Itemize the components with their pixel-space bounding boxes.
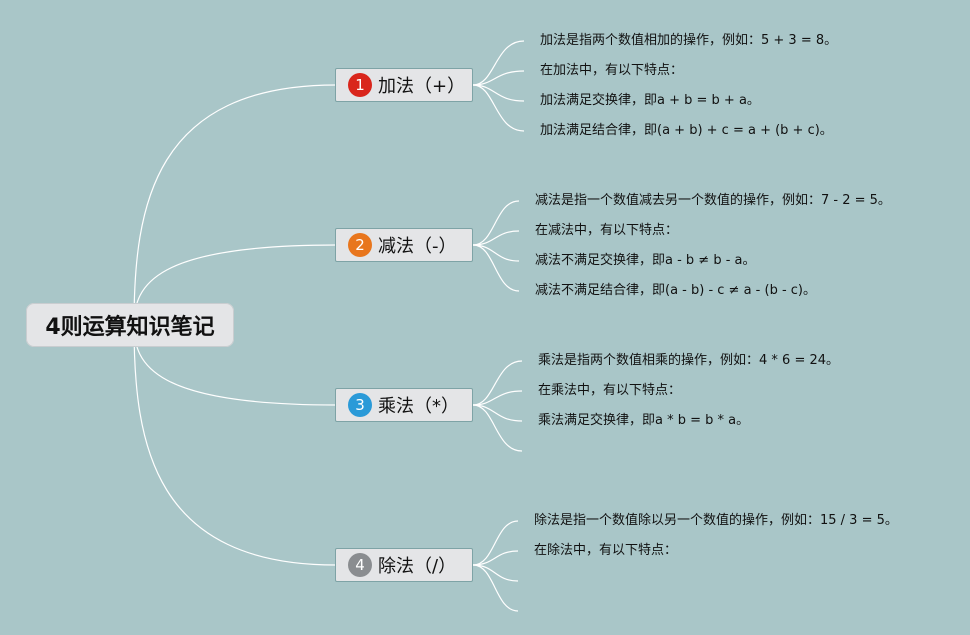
leaf-subtraction-1[interactable]: 减法是指一个数值减去另一个数值的操作，例如：7 - 2 = 5。 [535, 193, 891, 208]
number-badge-1: 1 [348, 73, 372, 97]
connector-branch-3-leaf-2 [472, 390, 523, 406]
connector-branch-4-leaf-3 [472, 564, 519, 582]
leaf-subtraction-4[interactable]: 减法不满足结合律，即(a - b) - c ≠ a - (b - c)。 [535, 283, 816, 298]
leaf-multiplication-1[interactable]: 乘法是指两个数值相乘的操作，例如：4 * 6 = 24。 [538, 353, 840, 368]
connector-root-to-branch-4 [133, 324, 337, 566]
leaf-subtraction-2[interactable]: 在减法中，有以下特点： [535, 223, 679, 238]
leaf-addition-2[interactable]: 在加法中，有以下特点： [540, 63, 684, 78]
connector-branch-3-leaf-1 [472, 360, 523, 406]
branch-multiplication[interactable]: 3 乘法（*） [335, 388, 473, 422]
connector-root-to-branch-1 [133, 84, 337, 326]
leaf-addition-1[interactable]: 加法是指两个数值相加的操作，例如：5 + 3 = 8。 [540, 33, 838, 48]
branch-subtraction[interactable]: 2 减法（-） [335, 228, 473, 262]
connector-branch-3-leaf-4 [472, 404, 523, 452]
branch-division[interactable]: 4 除法（/） [335, 548, 473, 582]
leaf-addition-3[interactable]: 加法满足交换律，即a + b = b + a。 [540, 93, 760, 108]
connector-branch-1-leaf-1 [472, 40, 525, 86]
connector-branch-2-leaf-4 [472, 244, 520, 292]
leaf-division-2[interactable]: 在除法中，有以下特点： [534, 543, 678, 558]
branch-addition[interactable]: 1 加法（+） [335, 68, 473, 102]
connector-branch-1-leaf-2 [472, 70, 525, 86]
leaf-multiplication-2[interactable]: 在乘法中，有以下特点： [538, 383, 682, 398]
connector-branch-2-leaf-1 [472, 200, 520, 246]
branch-title-addition: 加法（+） [378, 76, 466, 97]
number-badge-4: 4 [348, 553, 372, 577]
number-badge-2: 2 [348, 233, 372, 257]
connector-branch-2-leaf-2 [472, 230, 520, 246]
leaf-multiplication-3[interactable]: 乘法满足交换律，即a * b = b * a。 [538, 413, 750, 428]
branch-title-multiplication: 乘法（*） [378, 396, 459, 417]
branch-title-division: 除法（/） [378, 556, 457, 577]
branch-title-subtraction: 减法（-） [378, 236, 457, 257]
leaf-subtraction-3[interactable]: 减法不满足交换律，即a - b ≠ b - a。 [535, 253, 756, 268]
root-topic[interactable]: 4则运算知识笔记 [26, 303, 234, 347]
leaf-division-1[interactable]: 除法是指一个数值除以另一个数值的操作，例如：15 / 3 = 5。 [534, 513, 898, 528]
connector-branch-4-leaf-1 [472, 520, 519, 566]
connector-branch-1-leaf-4 [472, 84, 525, 132]
leaf-addition-4[interactable]: 加法满足结合律，即(a + b) + c = a + (b + c)。 [540, 123, 833, 138]
connector-branch-4-leaf-4 [472, 564, 519, 612]
connector-branch-4-leaf-2 [472, 550, 519, 566]
root-title: 4则运算知识笔记 [45, 315, 215, 340]
number-badge-3: 3 [348, 393, 372, 417]
